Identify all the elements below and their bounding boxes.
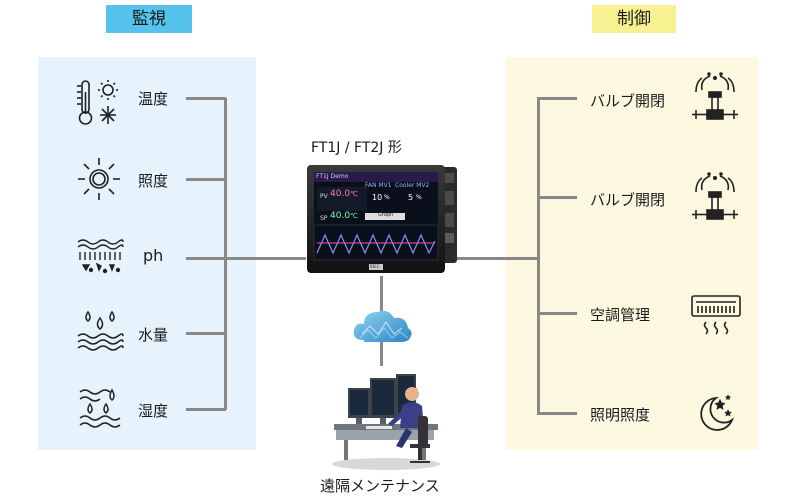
control-item-aircon-label: 空調管理 <box>590 306 651 324</box>
device-to-cloud-line <box>380 276 383 320</box>
screen-graph-button: Graph <box>378 212 394 218</box>
humidity-icon <box>79 388 121 428</box>
monitor-branch-line <box>186 332 226 335</box>
monitor-item-ph-label: ph <box>143 246 164 265</box>
device-title: FT1J / FT2J 形 <box>311 140 402 156</box>
sun-icon <box>78 158 120 200</box>
monitor-item-water-label: 水量 <box>138 326 169 344</box>
device-to-control-line <box>456 257 540 260</box>
screen-fan-unit: % <box>384 194 390 201</box>
control-item-lighting-label: 照明照度 <box>590 406 651 424</box>
screen-cooler-label: Cooler MV2 <box>395 182 430 189</box>
soil-icon <box>77 239 124 274</box>
control-branch-line <box>537 412 577 415</box>
air-conditioner-icon <box>691 295 741 335</box>
screen-pv-value: 40.0 <box>330 189 351 199</box>
control-trunk-line <box>537 98 540 414</box>
monitor-branch-line <box>186 97 226 100</box>
monitor-item-humidity-label: 湿度 <box>138 402 169 420</box>
screen-header: FT1J Demo <box>316 173 349 180</box>
control-branch-line <box>537 196 577 199</box>
sprinkler-valve-icon <box>692 172 738 220</box>
moon-stars-icon <box>700 394 735 431</box>
device-brand-logo: IDEC <box>370 264 380 269</box>
thermometer-sun-snow-icon <box>77 80 118 125</box>
monitor-to-device-line <box>186 257 306 260</box>
control-title: 制御 <box>592 5 676 33</box>
monitor-panel <box>38 57 256 450</box>
operator-workstation <box>332 374 440 470</box>
control-item-valve-1-label: バルブ開閉 <box>590 92 666 110</box>
cloud-icon <box>353 310 412 342</box>
sprinkler-valve-icon <box>692 72 738 120</box>
screen-sp-value: 40.0 <box>330 211 351 221</box>
screen-fan-label: FAN MV1 <box>365 182 392 189</box>
monitor-item-temperature-label: 温度 <box>138 90 169 108</box>
screen-cooler-value: 5 <box>408 193 414 202</box>
control-branch-line <box>537 97 577 100</box>
touchscreen-device <box>307 165 457 273</box>
remote-maintenance-label: 遠隔メンテナンス <box>320 477 440 495</box>
control-panel <box>506 57 758 450</box>
water-drops-icon <box>77 310 124 351</box>
screen-cooler-unit: % <box>416 194 422 201</box>
screen-pv-unit: ℃ <box>350 190 358 198</box>
screen-pv-label: PV <box>320 193 328 200</box>
monitor-branch-line <box>186 178 226 181</box>
screen-fan-value: 10 <box>372 193 383 202</box>
monitor-item-illuminance-label: 照度 <box>138 172 169 190</box>
screen-sp-unit: ℃ <box>350 212 358 220</box>
monitor-trunk-line <box>224 98 227 410</box>
control-item-valve-2-label: バルブ開閉 <box>590 191 666 209</box>
monitor-branch-line <box>186 408 226 411</box>
control-branch-line <box>537 312 577 315</box>
screen-sp-label: SP <box>320 215 328 222</box>
monitor-title: 監視 <box>106 5 192 33</box>
cloud-to-workstation-line <box>380 340 383 366</box>
